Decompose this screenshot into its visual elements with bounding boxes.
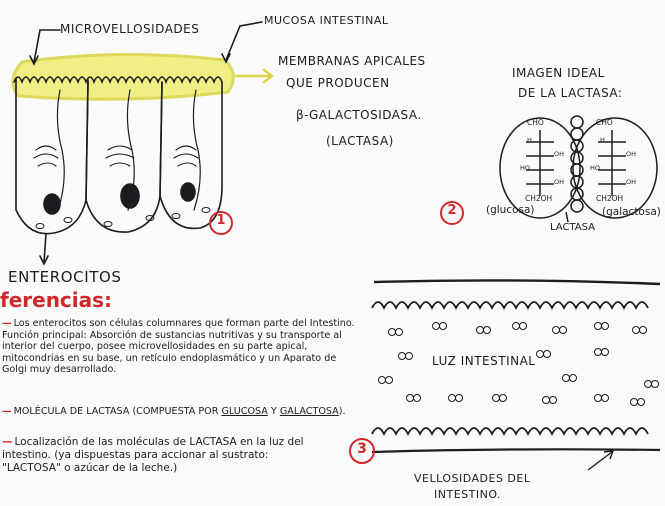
reference-item-2-prefix: MOLÉCULA DE LACTASA (COMPUESTA POR [14,406,222,417]
reference-item-2-galactosa: GALACTOSA [280,406,339,417]
nucleus-1 [44,194,60,214]
bullet-2: — [2,406,12,417]
golgi-1 [34,146,58,166]
label-membranas-line2: QUE PRODUCEN [286,76,390,90]
arrow-vellosidades [588,452,612,470]
enterocyte-drawing [13,22,272,264]
golgi-2 [106,146,134,166]
molecule-left-top: CHO [527,118,544,127]
label-lactasa: LACTASA [550,222,595,233]
bullet-1: — [2,318,12,329]
label-microvellosidades: MICROVELLOSIDADES [60,22,199,36]
label-membranas-line1: MEMBRANAS APICALES [278,54,426,68]
separator-bottom-line [372,449,660,452]
arrow-mucosa [226,22,262,60]
label-luz-intestinal: LUZ INTESTINAL [432,354,535,368]
label-enterocitos: ENTEROCITOS [8,268,122,286]
nucleus-2 [121,184,139,208]
references-title: ferencias: [0,288,112,312]
label-membranas-line3: β-GALACTOSIDASA. [296,108,422,122]
reference-item-2-glucosa: GLUCOSA [221,406,267,417]
cell-border-1 [57,90,64,210]
reference-item-1: —Los enterocitos son células columnares … [2,318,358,376]
reference-item-2-mid: Y [268,406,280,417]
reference-item-3: —Localización de las moléculas de LACTAS… [2,436,322,475]
bullet-3: — [2,436,13,448]
intestinal-villi-drawing [372,302,660,470]
molecule-oh-3: OH [626,150,636,158]
molecule-right-bottom: CH2OH [596,194,623,203]
label-galactosa: (galactosa) [602,206,661,218]
label-vellosidades-line1: VELLOSIDADES DEL [414,472,530,485]
number-3: 3 [355,441,369,457]
arrow-lactasa [566,212,568,222]
reference-item-3-text: Localización de las moléculas de LACTASA… [2,436,304,474]
number-1: 1 [214,213,228,228]
label-glucosa: (glucosa) [486,204,535,216]
label-imagen-ideal-line1: IMAGEN IDEAL [512,66,605,80]
mitochondria [36,224,44,229]
number-2: 2 [445,203,459,218]
reference-item-2: —MOLÉCULA DE LACTASA (COMPUESTA POR GLUC… [2,406,358,418]
label-vellosidades-line2: INTESTINO. [434,488,501,501]
molecule-ho-1: HO [520,164,530,172]
reference-item-1-text: Los enterocitos son células columnares q… [2,318,355,375]
villi-bottom-wave [372,428,648,434]
molecule-oh-4: OH [626,178,636,186]
molecule-h-2: H [600,136,605,144]
nucleus-3 [181,183,195,201]
molecule-oh-2: OH [554,178,564,186]
label-membranas-line4: (LACTASA) [326,134,394,148]
molecule-oh-1: OH [554,150,564,158]
separator-top-line [374,280,660,284]
golgi-3 [174,146,198,166]
label-imagen-ideal-line2: DE LA LACTASA: [518,86,622,100]
molecule-h-1: H [527,136,532,144]
molecule-left-bottom: CH2OH [525,194,552,203]
villi-top-wave [372,302,648,308]
reference-item-2-suffix: ). [339,406,346,417]
galactose-ring [573,118,657,218]
molecule-ho-2: HO [590,164,600,172]
cell-middle-outline [86,82,162,232]
molecule-right-top: CHO [596,118,613,127]
arrow-enterocitos [44,234,46,262]
label-mucosa-intestinal: MUCOSA INTESTINAL [264,14,389,27]
